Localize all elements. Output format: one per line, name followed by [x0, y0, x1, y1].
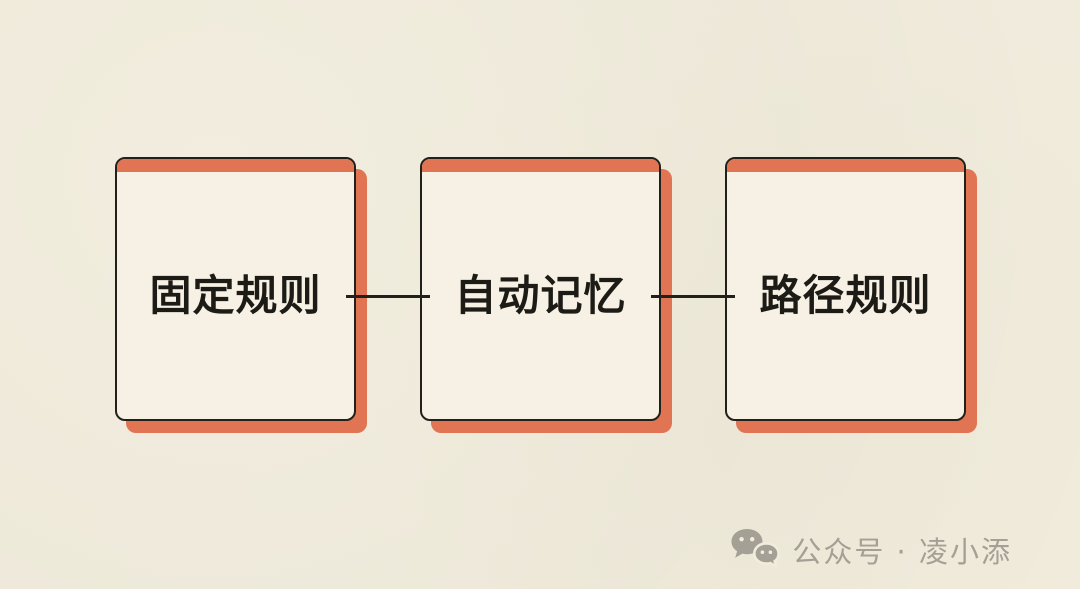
node-accent-bar: [727, 159, 964, 172]
node-auto-memory: 自动记忆: [420, 157, 661, 421]
node-accent-bar: [422, 159, 659, 172]
node-path-rules: 路径规则: [725, 157, 966, 421]
wechat-icon: [731, 529, 781, 570]
node-label: 自动记忆: [454, 270, 627, 320]
connector-line-1: [346, 295, 430, 298]
connector-line-2: [651, 295, 735, 298]
watermark: 公众号 · 凌小添: [730, 527, 1012, 573]
node-label: 路径规则: [759, 270, 932, 320]
node-label: 固定规则: [149, 270, 322, 320]
node-accent-bar: [117, 159, 354, 172]
watermark-text: 公众号 · 凌小添: [792, 535, 1012, 569]
node-fixed-rules: 固定规则: [115, 157, 356, 421]
